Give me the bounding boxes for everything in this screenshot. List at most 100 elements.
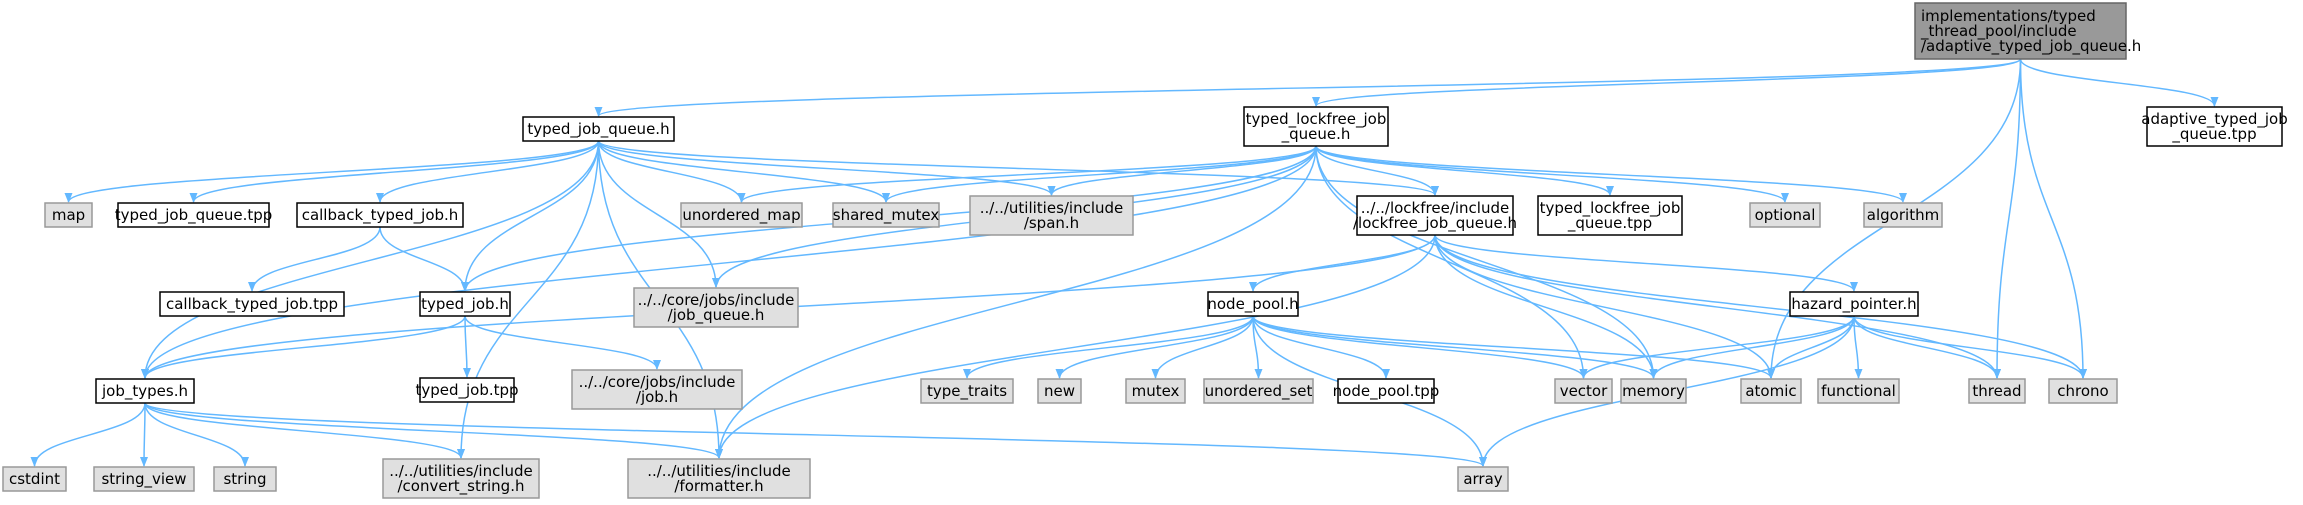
node-np-tpp[interactable]: node_pool.tpp: [1333, 378, 1440, 404]
node-box: [1554, 378, 1613, 404]
node-box: [2048, 378, 2118, 404]
node-label: typed_job_queue.tpp: [115, 206, 273, 225]
node-map: map: [44, 202, 93, 228]
node-label: _thread_pool/include: [1920, 22, 2077, 41]
node-ctj[interactable]: callback_typed_job.h: [296, 202, 464, 228]
node-tjq[interactable]: typed_job_queue.h: [522, 116, 675, 142]
node-label: _queue.h: [1281, 125, 1351, 144]
node-box: [2146, 106, 2283, 147]
node-array: array: [1457, 466, 1509, 492]
edge-tjq-to-tjq_tpp: [189, 140, 600, 203]
node-lfjq[interactable]: ../../lockfree/include/lockfree_job_queu…: [1353, 195, 1517, 236]
node-atjq-tpp[interactable]: adaptive_typed_job_queue.tpp: [2141, 106, 2288, 147]
edge-tlfjq-to-span: [1047, 145, 1317, 196]
edge-root-to-tjq: [594, 58, 2022, 117]
node-label: mutex: [1132, 382, 1180, 400]
node-thread: thread: [1968, 378, 2026, 404]
node-tlfjq[interactable]: typed_lockfree_job_queue.h: [1243, 106, 1389, 147]
node-box: [419, 377, 515, 403]
node-box: [1817, 378, 1900, 404]
node-label: typed_lockfree_job: [1540, 199, 1681, 218]
node-label: algorithm: [1867, 206, 1939, 224]
edge-np-to-memory: [1252, 315, 1658, 379]
node-conv: ../../utilities/include/convert_string.h: [382, 458, 540, 499]
edge-root-to-thread: [1993, 58, 2022, 379]
edge-hp-to-chrono: [1853, 315, 2087, 379]
node-label: ../../utilities/include: [647, 462, 791, 480]
node-label: vector: [1560, 382, 1608, 400]
node-label: memory: [1622, 382, 1685, 400]
node-label: type_traits: [927, 382, 1007, 401]
node-box: [571, 369, 743, 410]
node-box: [93, 466, 195, 492]
node-box: [1243, 106, 1389, 147]
node-label: typed_lockfree_job: [1246, 110, 1387, 129]
node-label: _queue.tpp: [1567, 214, 1652, 233]
node-box: [2, 466, 67, 492]
edge-lfjq-to-memory: [1434, 234, 1658, 379]
node-box: [633, 287, 799, 328]
edge-hp-to-functional: [1853, 315, 1863, 379]
node-new: new: [1037, 378, 1082, 404]
node-box: [627, 458, 811, 499]
edge-tj-to-tj_tpp: [462, 315, 471, 378]
node-label: array: [1463, 470, 1502, 488]
node-label: callback_typed_job.h: [302, 206, 459, 225]
node-np[interactable]: node_pool.h: [1207, 291, 1299, 317]
edge-lfjq-to-atomic: [1434, 234, 1775, 379]
node-fmt: ../../utilities/include/formatter.h: [627, 458, 811, 499]
node-box: [522, 116, 675, 142]
edge-lfjq-to-fmt: [715, 234, 1436, 459]
node-label: callback_typed_job.tpp: [166, 295, 338, 314]
edge-np-to-type_traits: [963, 315, 1254, 379]
node-label: /convert_string.h: [398, 477, 525, 496]
edge-jt-to-string_view: [140, 402, 149, 467]
node-label: optional: [1755, 206, 1816, 224]
node-box: [1203, 378, 1314, 404]
node-box: [1356, 195, 1514, 236]
node-label: unordered_map: [682, 206, 800, 225]
node-smutex: shared_mutex: [832, 202, 940, 228]
edge-hp-to-atomic: [1767, 315, 1855, 379]
edge-tjq-to-core_jq: [597, 140, 720, 288]
node-cstdint: cstdint: [2, 466, 67, 492]
edge-root-to-tlfjq: [1312, 58, 2022, 107]
node-label: map: [52, 206, 85, 224]
edge-tlfjq-to-optional: [1315, 145, 1789, 203]
edge-tjq-to-jt: [141, 140, 600, 379]
edge-jt-to-conv: [144, 402, 465, 459]
node-label: /job.h: [636, 388, 678, 406]
node-mutex: mutex: [1125, 378, 1186, 404]
edge-tj-to-jt: [141, 315, 466, 379]
node-memory: memory: [1620, 378, 1687, 404]
node-root[interactable]: implementations/typed_thread_pool/includ…: [1914, 2, 2141, 60]
node-box: [419, 291, 511, 317]
edge-tjq-to-smutex: [597, 140, 890, 203]
edge-jt-to-string: [144, 402, 249, 467]
node-core-jq: ../../core/jobs/include/job_queue.h: [633, 287, 799, 328]
node-label: chrono: [2057, 382, 2108, 400]
node-ctj-tpp[interactable]: callback_typed_job.tpp: [159, 291, 345, 317]
edge-hp-to-vector: [1579, 315, 1855, 379]
node-algorithm: algorithm: [1863, 202, 1943, 228]
node-label: /adaptive_typed_job_queue.h: [1921, 37, 2141, 56]
node-label: functional: [1821, 382, 1896, 400]
node-label: /formatter.h: [674, 477, 763, 495]
edge-tjq-to-span: [597, 140, 1056, 196]
node-tj[interactable]: typed_job.h: [419, 291, 511, 317]
node-box: [159, 291, 345, 317]
node-box: [1037, 378, 1082, 404]
node-box: [969, 195, 1134, 236]
node-label: job_types.h: [101, 382, 188, 401]
node-tjq-tpp[interactable]: typed_job_queue.tpp: [115, 202, 273, 228]
node-hp[interactable]: hazard_pointer.h: [1789, 291, 1919, 317]
node-tlfjq-tpp[interactable]: typed_lockfree_job_queue.tpp: [1537, 195, 1683, 236]
node-box: [920, 378, 1014, 404]
node-jt[interactable]: job_types.h: [95, 378, 195, 404]
edge-np-to-new: [1055, 315, 1254, 379]
node-box: [1207, 291, 1299, 317]
node-box: [1337, 378, 1435, 404]
node-tj-tpp[interactable]: typed_job.tpp: [415, 377, 519, 403]
edge-tlfjq-to-fmt: [715, 145, 1317, 459]
nodes-layer: implementations/typed_thread_pool/includ…: [2, 2, 2288, 499]
